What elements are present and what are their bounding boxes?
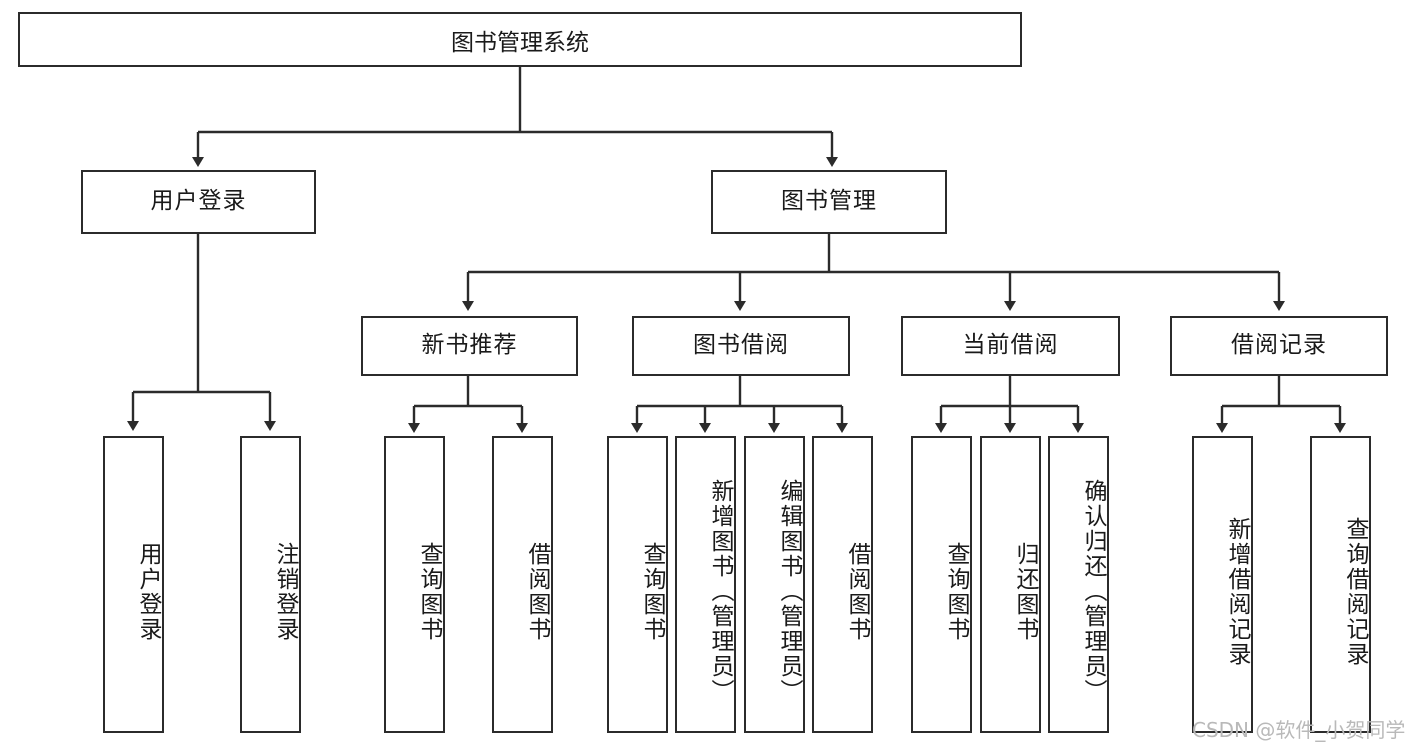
node-label: 查询借阅记录	[1342, 516, 1368, 667]
csdn-watermark: CSDN @软件_小贺同学	[1192, 718, 1405, 742]
leaf-new-book-borrow-books[interactable]: 借阅图书	[492, 436, 553, 733]
node-book-borrowing[interactable]: 图书借阅	[632, 316, 850, 376]
node-label: 图书借阅	[693, 332, 789, 359]
leaf-current-borrow-query-books[interactable]: 查询图书	[911, 436, 972, 733]
leaf-book-borrow-add-book-admin[interactable]: 新增图书（管理员）	[675, 436, 736, 733]
node-label: 当前借阅	[962, 332, 1059, 359]
node-label: 确认归还（管理员）	[1080, 479, 1106, 704]
node-label: 借阅图书	[524, 541, 550, 642]
leaf-current-borrow-return-books[interactable]: 归还图书	[980, 436, 1041, 733]
leaf-user-login-logout[interactable]: 注销登录	[240, 436, 301, 733]
node-current-borrowing[interactable]: 当前借阅	[901, 316, 1120, 376]
node-label: 注销登录	[272, 541, 298, 642]
node-label: 查询图书	[416, 541, 442, 642]
node-label: 新增借阅记录	[1224, 516, 1250, 667]
node-borrowing-records[interactable]: 借阅记录	[1170, 316, 1388, 376]
node-label: 查询图书	[639, 541, 665, 642]
leaf-record-add-borrow-record[interactable]: 新增借阅记录	[1192, 436, 1253, 733]
node-user-login[interactable]: 用户登录	[81, 170, 316, 234]
node-new-book-recommendation[interactable]: 新书推荐	[361, 316, 578, 376]
node-label: 图书管理系统	[451, 29, 589, 56]
leaf-book-borrow-borrow-books[interactable]: 借阅图书	[812, 436, 873, 733]
node-label: 新书推荐	[421, 332, 518, 359]
leaf-record-query-borrow-record[interactable]: 查询借阅记录	[1310, 436, 1371, 733]
leaf-current-borrow-confirm-return-admin[interactable]: 确认归还（管理员）	[1048, 436, 1109, 733]
node-label: 查询图书	[943, 541, 969, 642]
node-label: 借阅记录	[1231, 332, 1327, 359]
node-book-management[interactable]: 图书管理	[711, 170, 947, 234]
node-label: 用户登录	[135, 541, 161, 642]
node-label: 借阅图书	[844, 541, 870, 642]
node-root-book-management-system[interactable]: 图书管理系统	[18, 12, 1022, 67]
leaf-user-login-login[interactable]: 用户登录	[103, 436, 164, 733]
node-label: 用户登录	[150, 188, 247, 215]
node-label: 新增图书（管理员）	[707, 479, 733, 704]
leaf-new-book-query-books[interactable]: 查询图书	[384, 436, 445, 733]
leaf-book-borrow-edit-book-admin[interactable]: 编辑图书（管理员）	[744, 436, 805, 733]
node-label: 归还图书	[1012, 541, 1038, 642]
node-label: 图书管理	[781, 188, 877, 215]
node-label: 编辑图书（管理员）	[776, 479, 802, 704]
leaf-book-borrow-query-books[interactable]: 查询图书	[607, 436, 668, 733]
